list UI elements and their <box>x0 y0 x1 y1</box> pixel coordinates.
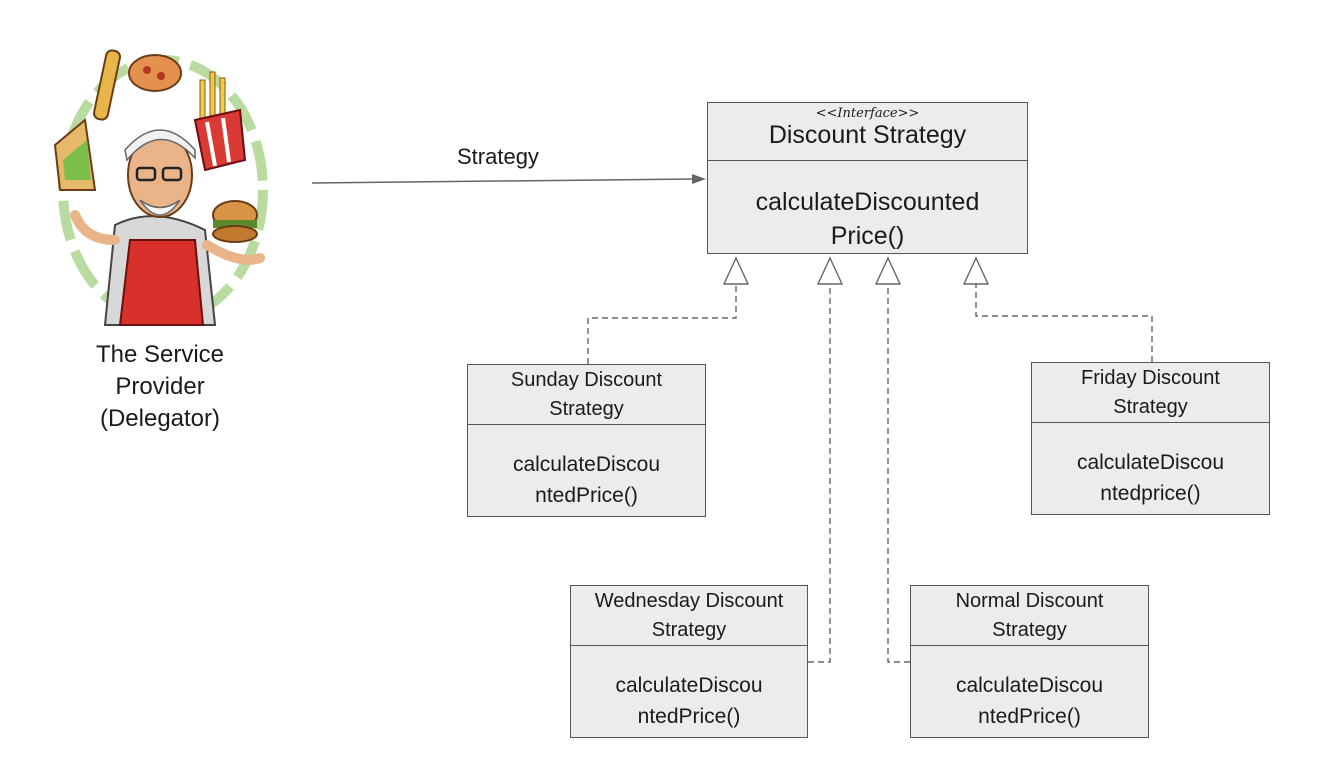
interface-discount-strategy: <<Interface>> Discount Strategy calculat… <box>707 102 1028 254</box>
interface-header: <<Interface>> Discount Strategy <box>708 103 1027 161</box>
interface-methods: calculateDiscounted Price() <box>708 161 1027 253</box>
chef-figure-icon <box>70 129 265 326</box>
pastry-roll-icon <box>92 49 122 121</box>
actor-caption: The Service Provider (Delegator) <box>55 339 265 435</box>
burger-icon <box>212 200 258 243</box>
class-friday-discount-strategy: Friday Discount Strategy calculateDiscou… <box>1031 362 1270 515</box>
class-header: Sunday Discount Strategy <box>468 365 705 425</box>
class-methods: calculateDiscou ntedPrice() <box>571 646 807 732</box>
class-name-line: Strategy <box>549 398 624 420</box>
method-line: ntedPrice() <box>978 705 1081 728</box>
actor-caption-line: (Delegator) <box>99 405 221 432</box>
interface-name: Discount Strategy <box>768 121 967 149</box>
interface-stereotype: <<Interface>> <box>815 106 920 121</box>
sandwich-icon <box>53 118 97 191</box>
class-name-line: Normal Discount <box>955 590 1104 612</box>
class-sunday-discount-strategy: Sunday Discount Strategy calculateDiscou… <box>467 364 706 517</box>
class-name-line: Strategy <box>992 619 1067 641</box>
class-methods: calculateDiscou ntedPrice() <box>468 425 705 511</box>
method-line: calculateDiscou <box>512 453 661 476</box>
fries-icon <box>193 71 247 172</box>
realization-wednesday <box>808 256 844 663</box>
class-wednesday-discount-strategy: Wednesday Discount Strategy calculateDis… <box>570 585 808 738</box>
association-arrow <box>311 174 706 184</box>
actor-caption-line: Provider <box>115 373 205 400</box>
method-line: Price() <box>830 222 905 250</box>
class-methods: calculateDiscou ntedprice() <box>1032 423 1269 509</box>
service-provider-illustration <box>53 49 268 326</box>
method-line: ntedPrice() <box>535 484 638 507</box>
method-line: calculateDiscou <box>615 674 763 697</box>
class-name-line: Strategy <box>651 619 727 641</box>
class-header: Wednesday Discount Strategy <box>571 586 807 646</box>
actor-caption-line: The Service <box>95 341 225 368</box>
method-line: ntedPrice() <box>637 705 741 728</box>
association-label: Strategy <box>457 144 539 169</box>
class-name-line: Sunday Discount <box>510 369 663 391</box>
realization-friday <box>962 256 1153 362</box>
class-name-line: Strategy <box>1113 396 1188 418</box>
class-name-line: Wednesday Discount <box>594 590 784 612</box>
realization-normal <box>874 256 910 663</box>
method-line: calculateDiscounted <box>755 188 980 216</box>
class-header: Normal Discount Strategy <box>911 586 1148 646</box>
class-header: Friday Discount Strategy <box>1032 363 1269 423</box>
pizza-icon <box>128 54 182 92</box>
method-line: calculateDiscou <box>955 674 1104 697</box>
realization-sunday <box>587 256 750 364</box>
method-line: calculateDiscou <box>1076 451 1225 474</box>
class-methods: calculateDiscou ntedPrice() <box>911 646 1148 732</box>
method-line: ntedprice() <box>1100 482 1201 505</box>
class-name-line: Friday Discount <box>1081 367 1220 389</box>
class-normal-discount-strategy: Normal Discount Strategy calculateDiscou… <box>910 585 1149 738</box>
